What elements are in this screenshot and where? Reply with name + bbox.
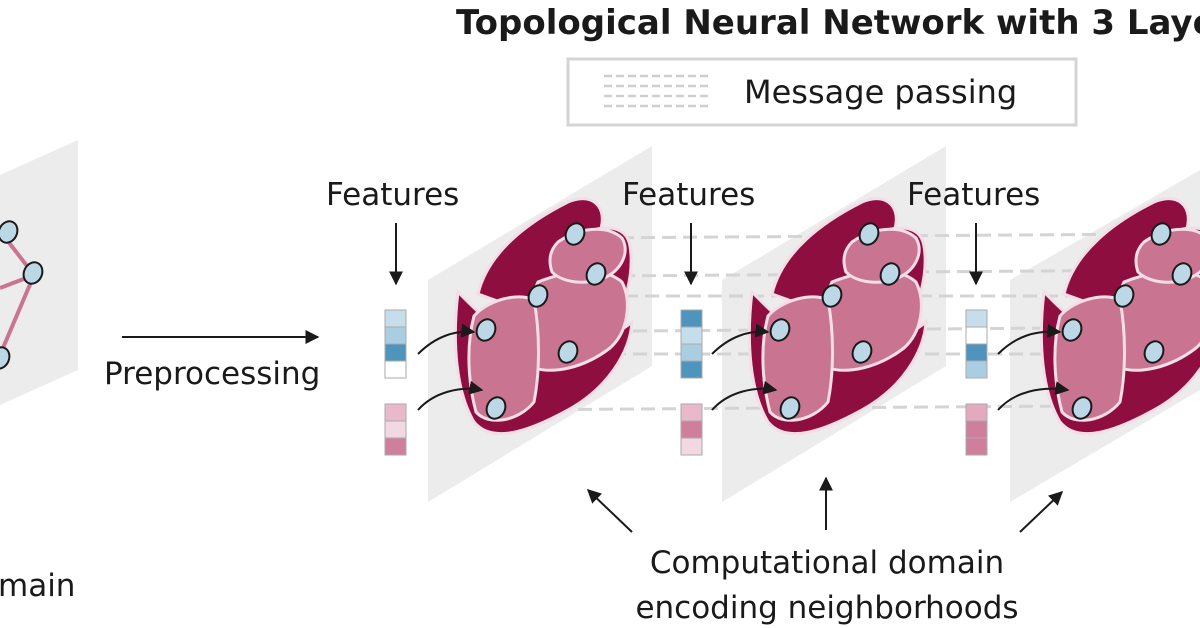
diagram-title: Topological Neural Network with 3 Layers — [456, 3, 1200, 43]
input-domain-label: main — [0, 568, 75, 604]
layer-1-cell-complex — [453, 197, 634, 436]
feature-vector-blue-2 — [680, 309, 703, 379]
computational-domain-pointers — [586, 476, 1064, 533]
feature-vector-pink-1 — [384, 403, 407, 456]
feature-vector-blue-3 — [965, 309, 988, 379]
input-domain — [0, 140, 78, 405]
computational-domain-label-line1: Computational domain — [650, 545, 1004, 581]
computational-domain-label-line2: encoding neighborhoods — [635, 590, 1018, 626]
features-label-3: Features — [907, 177, 1040, 213]
legend: Message passing — [566, 57, 1078, 127]
feature-vector-pink-2 — [680, 403, 703, 456]
features-label-1: Features — [326, 177, 459, 213]
preprocessing-label: Preprocessing — [104, 356, 320, 392]
features-label-2: Features — [622, 177, 755, 213]
feature-vector-pink-3 — [965, 403, 988, 456]
feature-vector-blue-1 — [384, 309, 407, 379]
feature-to-node-arrows — [417, 323, 1070, 411]
legend-label: Message passing — [744, 73, 1017, 111]
legend-dashed-lines-icon — [604, 74, 708, 108]
layer-2-cell-complex — [747, 197, 928, 436]
